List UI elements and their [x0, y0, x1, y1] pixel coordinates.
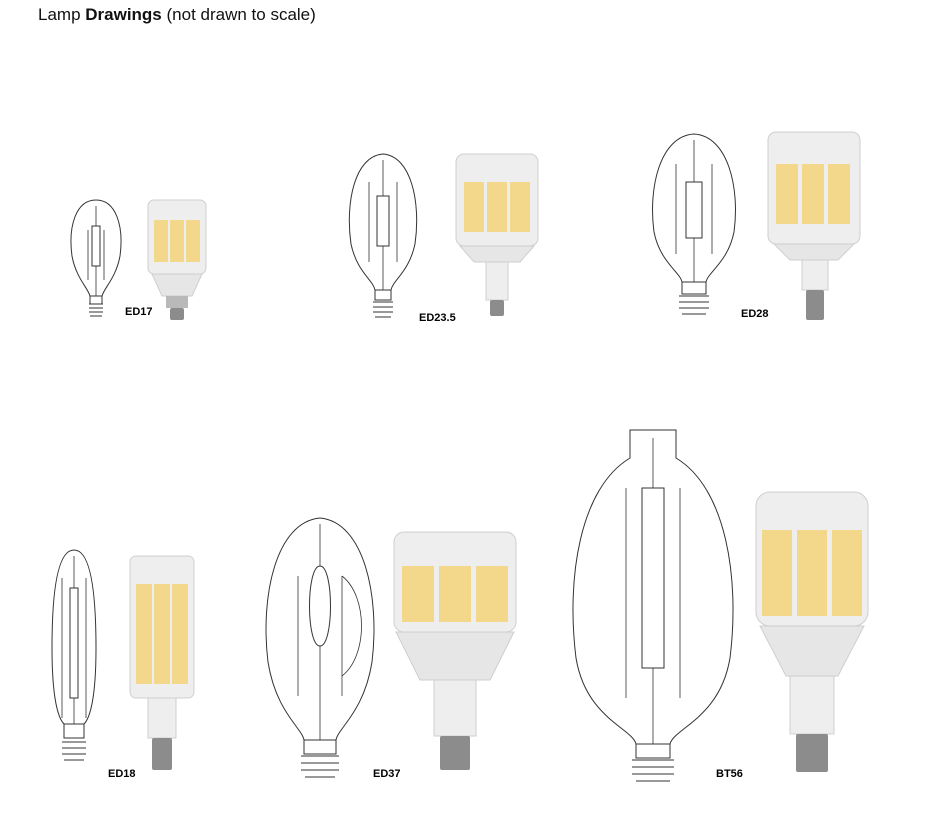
lamp-label-ed18: ED18: [108, 768, 136, 780]
title-prefix: Lamp: [38, 5, 86, 24]
ed28-led-lamp-drawing: [767, 131, 861, 320]
ed17-led-lamp-drawing: [147, 199, 207, 320]
ed28-hid-lamp-drawing: [652, 133, 736, 315]
ed23-5-led-lamp-drawing: [455, 153, 539, 316]
ed18-led-lamp-drawing: [129, 555, 195, 770]
title-bold: Drawings: [85, 5, 162, 24]
bt56-hid-lamp-drawing: [572, 429, 734, 782]
lamp-label-ed28: ED28: [741, 308, 769, 320]
lamp-label-ed37: ED37: [373, 768, 401, 780]
ed37-led-lamp-drawing: [393, 531, 517, 770]
lamp-label-bt56: BT56: [716, 768, 743, 780]
lamp-label-ed23-5: ED23.5: [419, 312, 456, 324]
title-suffix: (not drawn to scale): [161, 5, 316, 24]
lamp-label-ed17: ED17: [125, 306, 153, 318]
ed37-hid-lamp-drawing: [265, 517, 375, 778]
page-title: Lamp Drawings (not drawn to scale): [38, 5, 316, 25]
ed23-5-hid-lamp-drawing: [348, 153, 418, 318]
ed17-hid-lamp-drawing: [70, 199, 122, 317]
ed18-hid-lamp-drawing: [51, 549, 97, 761]
bt56-led-lamp-drawing: [755, 491, 869, 772]
